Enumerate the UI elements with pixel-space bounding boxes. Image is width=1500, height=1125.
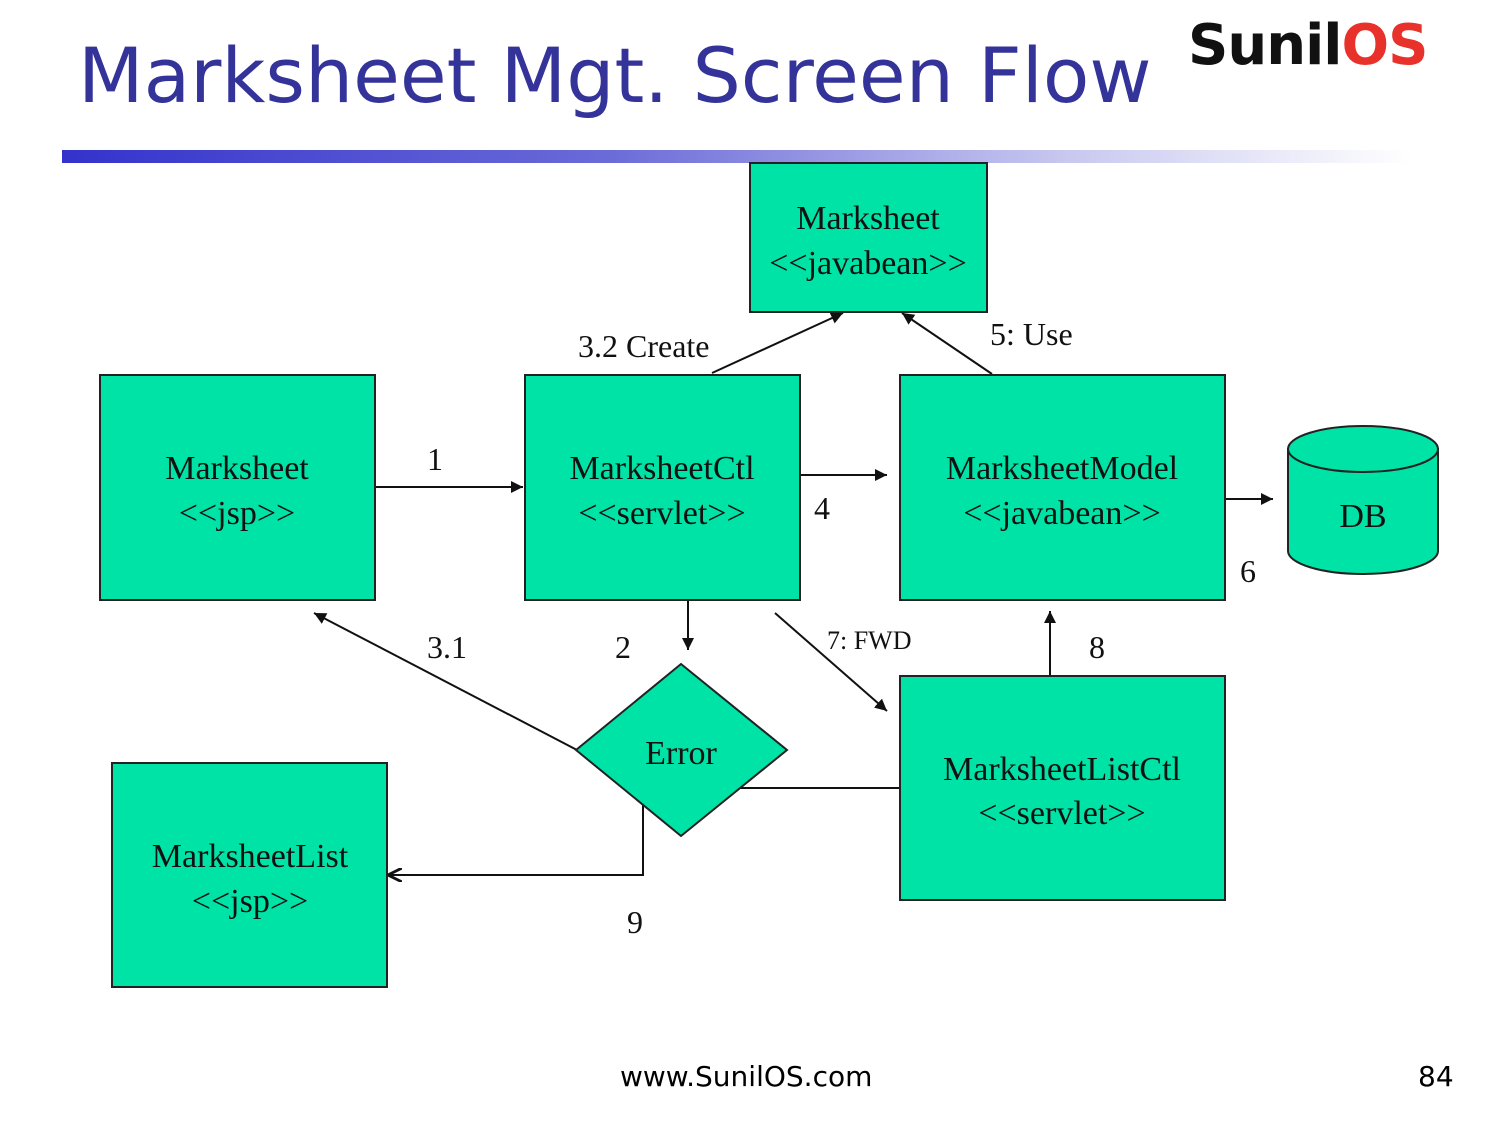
sunilos-logo: SunilOS [1188,13,1428,78]
footer-url: www.SunilOS.com [620,1060,873,1093]
node-marksheet-model: MarksheetModel <<javabean>> [899,374,1226,601]
page-number: 84 [1418,1060,1454,1093]
svg-text:DB: DB [1339,498,1386,535]
label-step-1: 1 [427,441,443,477]
label-step-5: 5: Use [990,316,1073,352]
svg-text:Marksheet: Marksheet [796,200,940,237]
label-step-7: 7: FWD [827,626,912,655]
label-step-2: 2 [615,629,631,665]
svg-text:MarksheetList: MarksheetList [152,838,349,875]
edge-9 [388,787,900,875]
svg-text:<<javabean>>: <<javabean>> [769,245,967,282]
svg-text:MarksheetListCtl: MarksheetListCtl [943,751,1181,788]
slide-title: Marksheet Mgt. Screen Flow [78,31,1152,120]
node-marksheet-list-jsp: MarksheetList <<jsp>> [111,762,388,988]
svg-text:<<servlet>>: <<servlet>> [578,495,745,532]
svg-text:<<javabean>>: <<javabean>> [963,495,1161,532]
label-step-4: 4 [814,490,830,526]
node-error-decision: Error [574,662,789,838]
svg-text:<<servlet>>: <<servlet>> [978,795,1145,832]
edge-7 [774,612,888,712]
svg-text:MarksheetModel: MarksheetModel [946,450,1178,487]
label-step-8: 8 [1089,629,1105,665]
svg-text:MarksheetCtl: MarksheetCtl [569,450,754,487]
node-marksheet-jsp: Marksheet <<jsp>> [99,374,376,601]
svg-text:Marksheet: Marksheet [165,450,309,487]
svg-text:<<jsp>>: <<jsp>> [192,883,308,920]
label-step-3-1: 3.1 [427,629,467,665]
node-marksheet-list-ctl: MarksheetListCtl <<servlet>> [899,675,1226,901]
node-marksheet-javabean: Marksheet <<javabean>> [749,162,988,313]
edge-3-1 [313,612,578,751]
label-step-6: 6 [1240,553,1256,589]
node-marksheet-ctl: MarksheetCtl <<servlet>> [524,374,801,601]
node-db-cylinder: DB [1287,425,1439,575]
label-step-3-2: 3.2 Create [578,328,710,364]
edge-3-2 [711,312,844,374]
svg-text:Error: Error [645,735,717,772]
edge-5 [901,312,993,375]
title-underline [62,150,1412,163]
label-step-9: 9 [627,904,643,940]
svg-text:<<jsp>>: <<jsp>> [179,495,295,532]
